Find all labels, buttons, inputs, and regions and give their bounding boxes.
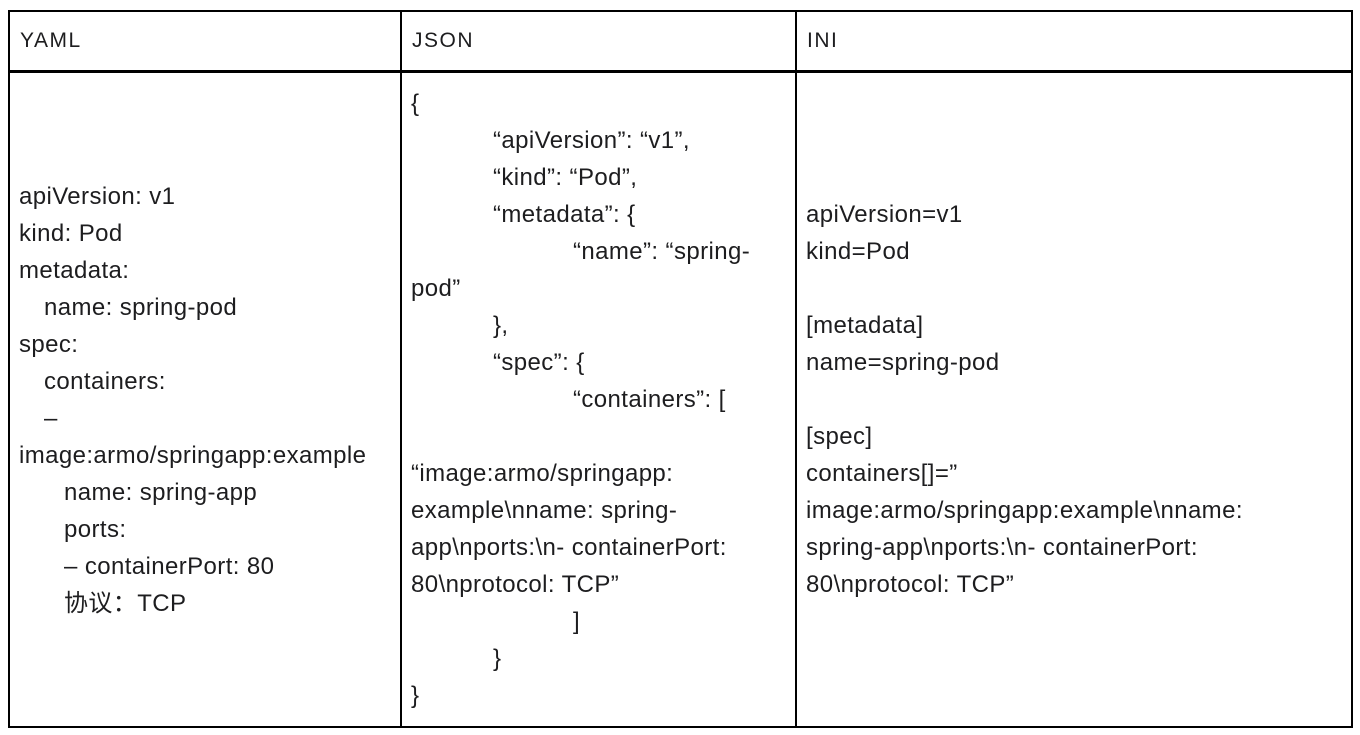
- code-line: }: [411, 682, 420, 709]
- code-line: “name”: “spring-: [573, 238, 751, 265]
- code-line: 80\nprotocol: TCP”: [411, 571, 620, 598]
- format-comparison-table: YAML JSON INI apiVersion: v1 kind: Pod met…: [8, 10, 1353, 728]
- code-line: name: spring-app: [64, 478, 258, 506]
- code-line: pod”: [411, 275, 461, 302]
- code-line: kind=Pod: [806, 238, 910, 265]
- code-line: {: [411, 90, 420, 117]
- code-line: metadata:: [19, 256, 130, 284]
- code-line: [806, 270, 1345, 307]
- table-body-row: apiVersion: v1 kind: Pod metadata: name: sp…: [8, 70, 1353, 728]
- code-line: app\nports:\n- containerPort:: [411, 534, 727, 561]
- code-line: spring-app\nports:\n- containerPort:: [806, 534, 1198, 561]
- code-line: spec:: [19, 330, 79, 358]
- code-line: 80\nprotocol: TCP”: [806, 571, 1015, 598]
- code-line: image:armo/springapp:example\nname:: [806, 497, 1243, 524]
- code-line: apiVersion=v1: [806, 201, 963, 228]
- code-line: [806, 381, 1345, 418]
- code-line: apiVersion: v1: [19, 182, 176, 210]
- code-line: [metadata]: [806, 312, 924, 339]
- code-line: }: [493, 645, 502, 672]
- code-line: image:armo/springapp:example: [19, 441, 367, 469]
- code-line: example\nname: spring-: [411, 497, 678, 524]
- code-line: –: [44, 404, 58, 432]
- ini-code-cell: apiVersion=v1 kind=Pod [metadata] name=spri…: [795, 70, 1353, 728]
- code-line: name=spring-pod: [806, 349, 1000, 376]
- code-line: “kind”: “Pod”,: [493, 164, 638, 191]
- json-code-cell: { “apiVersion”: “v1”, “kind”: “Pod”, “metad…: [400, 70, 797, 728]
- code-line: ]: [573, 608, 581, 635]
- column-header-ini: INI: [795, 10, 1353, 73]
- code-line: ports:: [64, 515, 127, 543]
- code-line: – containerPort: 80: [64, 552, 275, 580]
- code-line: “image:armo/springapp:: [411, 460, 674, 487]
- code-line: “metadata”: {: [493, 201, 636, 228]
- code-line: “spec”: {: [493, 349, 585, 376]
- code-line: containers[]=”: [806, 460, 958, 487]
- code-line: [411, 418, 789, 455]
- code-line: kind: Pod: [19, 219, 123, 247]
- column-header-json: JSON: [400, 10, 797, 73]
- table-header-row: YAML JSON INI: [8, 10, 1353, 73]
- code-line: “containers”: [: [573, 386, 726, 413]
- code-line: name: spring-pod: [44, 293, 238, 321]
- column-header-yaml: YAML: [8, 10, 402, 73]
- code-line: [spec]: [806, 423, 873, 450]
- yaml-code-cell: apiVersion: v1 kind: Pod metadata: name: sp…: [8, 70, 402, 728]
- code-line: 协议：TCP: [64, 589, 187, 617]
- code-line: containers:: [44, 367, 166, 395]
- code-line: “apiVersion”: “v1”,: [493, 127, 690, 154]
- code-line: },: [493, 312, 509, 339]
